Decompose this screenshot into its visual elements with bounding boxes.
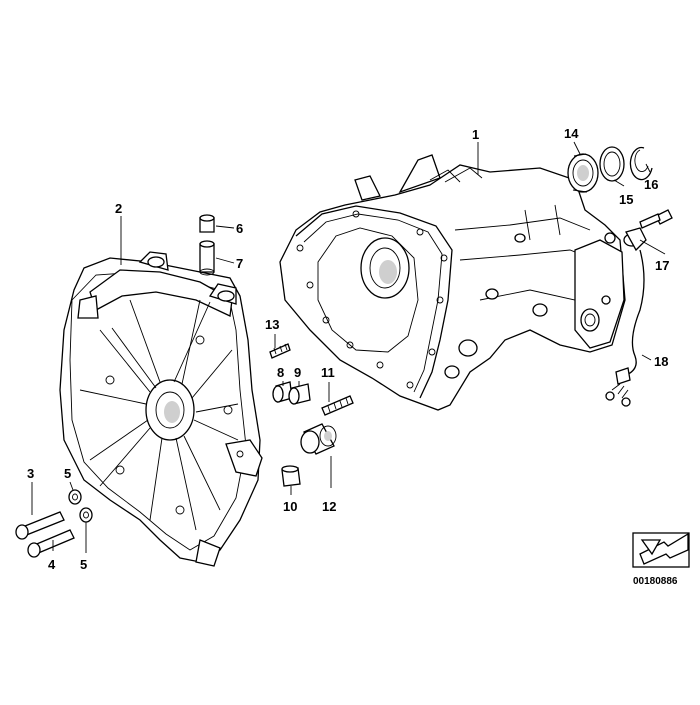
callout-labels: 1 2 3 4 5 5 6 7 8 9 10 11 12 13 14 15 16… [27, 126, 669, 572]
leader-lines [31, 141, 666, 553]
washer-part-5-lower [79, 507, 93, 523]
bolt-part-3 [15, 511, 65, 540]
callout-1: 1 [472, 127, 479, 142]
sleeve-part-7 [199, 240, 215, 276]
arrow-icon [640, 539, 662, 556]
callout-7: 7 [236, 256, 243, 271]
bushing-part-9 [288, 383, 311, 405]
sleeve-part-10 [281, 465, 301, 487]
callout-9: 9 [294, 365, 301, 380]
sleeve-part-6 [199, 214, 215, 233]
callout-2: 2 [115, 201, 122, 216]
callout-8: 8 [277, 365, 284, 380]
gearbox-housing-part-1 [279, 154, 626, 411]
callout-13: 13 [265, 317, 279, 332]
bearing-part-14 [567, 153, 599, 193]
callout-12: 12 [322, 499, 336, 514]
callout-10: 10 [283, 499, 297, 514]
callout-14: 14 [564, 126, 579, 141]
callout-5-lower: 5 [80, 557, 87, 572]
bolt-part-4 [27, 529, 75, 558]
stud-part-13 [269, 343, 291, 359]
screw-part-17 [639, 209, 673, 229]
sensor-part-18 [605, 227, 647, 407]
callout-4: 4 [48, 557, 56, 572]
callout-18: 18 [654, 354, 668, 369]
callout-11: 11 [321, 365, 335, 380]
circlip-part-16 [629, 146, 653, 181]
direction-badge [632, 532, 690, 568]
callout-3: 3 [27, 466, 34, 481]
callout-6: 6 [236, 221, 243, 236]
stud-part-11 [321, 395, 354, 416]
reference-number: 00180886 [633, 576, 678, 587]
callout-16: 16 [644, 177, 658, 192]
seal-part-15 [599, 146, 625, 182]
washer-part-5-upper [68, 489, 82, 505]
callout-5-upper: 5 [64, 466, 71, 481]
callout-17: 17 [655, 258, 669, 273]
bell-housing-part-2 [59, 251, 263, 567]
callout-15: 15 [619, 192, 633, 207]
bushing-part-12 [300, 423, 337, 455]
